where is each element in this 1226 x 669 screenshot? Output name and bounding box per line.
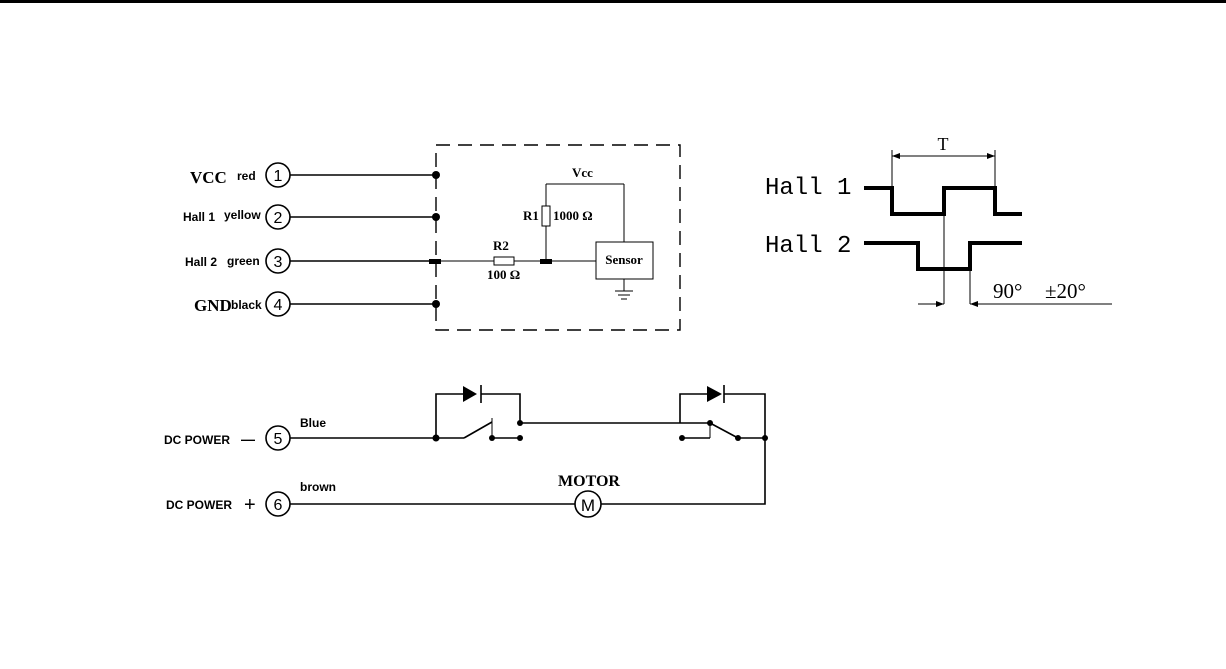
phase-tolerance: ±20°: [1045, 279, 1086, 303]
left-diode-loop: [435, 393, 463, 438]
pin-6-number: 6: [274, 497, 283, 514]
right-switch-blade: [709, 422, 739, 439]
junction-dot: [517, 435, 523, 441]
motor-label: MOTOR: [558, 473, 620, 490]
brown-wire-label: brown: [300, 480, 336, 494]
arrow-icon: [892, 153, 900, 159]
pin-4-number: 4: [274, 297, 283, 314]
left-diode-icon: [463, 386, 477, 402]
gnd-label: GND: [194, 296, 232, 315]
hall2-color-label: green: [227, 254, 260, 268]
hall2-pin-label: Hall 2: [185, 255, 217, 269]
gnd-color-label: black: [231, 298, 262, 312]
left-diode-loop: [481, 393, 521, 423]
right-diode-loop: [724, 393, 766, 438]
blue-wire-label: Blue: [300, 416, 326, 430]
junction-dot: [679, 435, 685, 441]
hall1-waveform: [864, 186, 1022, 216]
top-border: [0, 0, 1226, 3]
hall1-color-label: yellow: [224, 208, 261, 222]
hall1-wave-label: Hall 1: [765, 175, 851, 202]
pin-5-number: 5: [274, 431, 283, 448]
sensor-label: Sensor: [605, 252, 643, 267]
r1-value: 1000 Ω: [553, 208, 593, 223]
junction-dot: [432, 213, 440, 221]
arrow-icon: [970, 301, 978, 307]
motor-return-wire: [601, 438, 766, 505]
pin-3-number: 3: [274, 254, 283, 271]
junction-dot: [707, 420, 713, 426]
hall1-pin-label: Hall 1: [183, 210, 215, 224]
motor-symbol: M: [581, 496, 595, 515]
vcc-internal-label: Vcc: [572, 165, 593, 180]
r1-resistor: [541, 205, 551, 227]
right-diode-icon: [707, 386, 722, 402]
junction-dot: [735, 435, 741, 441]
hall2-wave-label: Hall 2: [765, 233, 851, 260]
vcc-label: VCC: [190, 168, 227, 187]
r1-name: R1: [523, 208, 539, 223]
motor-icon: [574, 490, 602, 518]
arrow-icon: [936, 301, 944, 307]
junction-dot: [432, 300, 440, 308]
r2-name: R2: [493, 238, 509, 253]
sensor-enclosure: [435, 144, 681, 331]
plus-sign: +: [244, 494, 256, 516]
minus-sign: —: [241, 431, 255, 447]
left-switch-blade: [463, 421, 493, 439]
phase-label: 90°: [993, 279, 1022, 303]
dc-power-minus-label: DC POWER: [164, 433, 230, 447]
period-label: T: [938, 134, 949, 154]
arrow-icon: [987, 153, 995, 159]
pin-2-number: 2: [274, 210, 283, 227]
connector-mark: [429, 259, 441, 264]
r2-value: 100 Ω: [487, 267, 520, 282]
hall2-waveform: [864, 241, 1022, 271]
vcc-color-label: red: [237, 169, 256, 183]
right-diode-loop: [679, 393, 707, 423]
junction-dot: [489, 435, 495, 441]
r2-resistor: [493, 256, 515, 266]
node-mark: [540, 259, 552, 264]
dc-power-plus-label: DC POWER: [166, 498, 232, 512]
pin-1-number: 1: [274, 168, 283, 185]
